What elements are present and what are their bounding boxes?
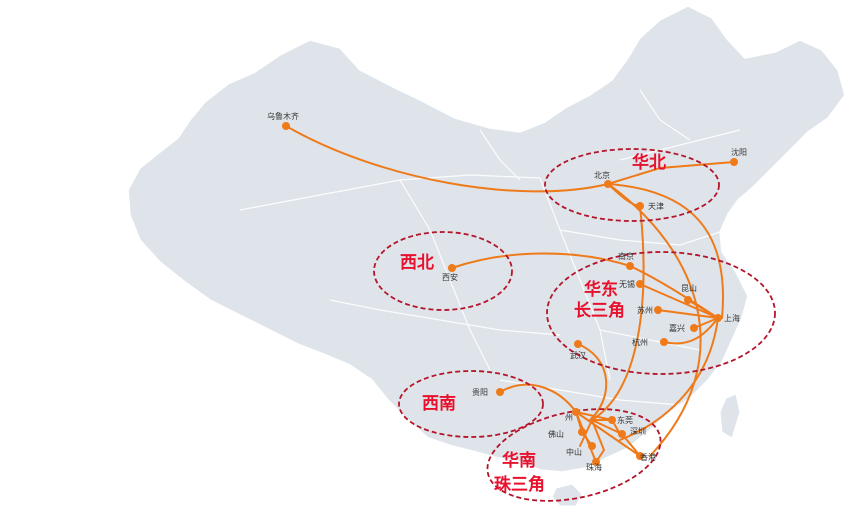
city-label-xian: 西安 (442, 272, 458, 282)
city-label-guangzhou: 州 (565, 413, 573, 422)
city-label-hongkong: 香港 (640, 452, 656, 462)
city-labels: 乌鲁木齐 北京 天津 沈阳 西安 南京 无锡 昆山 苏州 上海 嘉兴 杭州 武汉… (267, 111, 747, 472)
city-label-suzhou: 苏州 (637, 305, 653, 315)
city-label-foshan: 佛山 (548, 429, 564, 439)
city-label-urumqi: 乌鲁木齐 (267, 111, 299, 121)
city-label-tianjin: 天津 (648, 201, 664, 211)
city-dot-tianjin (636, 202, 644, 210)
china-landmass (127, 5, 846, 473)
region-label-northwest: 西北 (400, 253, 434, 273)
city-dot-dongguan (608, 416, 616, 424)
region-outline-northwest (373, 231, 513, 311)
region-label-southwest: 西南 (422, 393, 456, 414)
city-dot-hongkong (636, 452, 644, 460)
city-dot-zhongshan (588, 442, 596, 450)
city-dot-guangzhou (572, 408, 580, 416)
city-dot-nanjing (626, 262, 634, 270)
region-outline-east (546, 251, 776, 375)
city-label-shanghai: 上海 (724, 313, 740, 323)
city-dots (282, 122, 738, 466)
region-outline-southwest (398, 370, 544, 438)
region-label-south-line2: 珠三角 (494, 474, 545, 495)
city-dot-xian (448, 264, 456, 272)
hainan-island (551, 483, 583, 507)
city-dot-hangzhou (660, 338, 668, 346)
city-dot-shenzhen (618, 430, 626, 438)
city-dot-shenyang (730, 158, 738, 166)
region-label-east-line1: 华东 (584, 279, 618, 300)
city-dot-kunshan (684, 296, 692, 304)
city-label-shenyang: 沈阳 (731, 147, 747, 157)
city-label-wuxi: 无锡 (619, 280, 635, 289)
city-label-hangzhou: 杭州 (632, 337, 648, 347)
city-dot-jiaxing (690, 324, 698, 332)
city-dot-urumqi (282, 122, 290, 130)
region-labels: 华北 西北 华东 长三角 西南 华南 珠三角 (400, 152, 666, 495)
region-label-east-line2: 长三角 (574, 300, 625, 321)
city-label-nanjing: 南京 (618, 251, 634, 261)
city-dot-guiyang (496, 388, 504, 396)
city-dot-foshan (578, 428, 586, 436)
region-outline-north (544, 148, 720, 222)
city-label-dongguan: 东莞 (617, 415, 633, 425)
city-label-guiyang: 贵阳 (472, 387, 488, 397)
city-dot-beijing (604, 180, 612, 188)
city-dot-shanghai (714, 314, 722, 322)
city-label-zhuhai: 珠海 (586, 462, 602, 472)
city-label-wuhan: 武汉 (570, 350, 586, 360)
city-label-jiaxing: 嘉兴 (669, 323, 685, 333)
city-label-shenzhen: 深圳 (630, 426, 646, 436)
city-label-kunshan: 昆山 (681, 283, 697, 293)
region-outlines (373, 148, 776, 502)
city-dot-zhuhai (592, 458, 600, 466)
region-label-south-line1: 华南 (502, 450, 536, 471)
city-dot-wuhan (574, 340, 582, 348)
region-label-north: 华北 (632, 152, 666, 173)
taiwan-island (719, 393, 741, 439)
city-label-beijing: 北京 (594, 170, 610, 180)
city-dot-suzhou (654, 306, 662, 314)
city-dot-wuxi (636, 280, 644, 288)
region-outline-south (486, 408, 662, 502)
city-label-zhongshan: 中山 (566, 447, 582, 457)
